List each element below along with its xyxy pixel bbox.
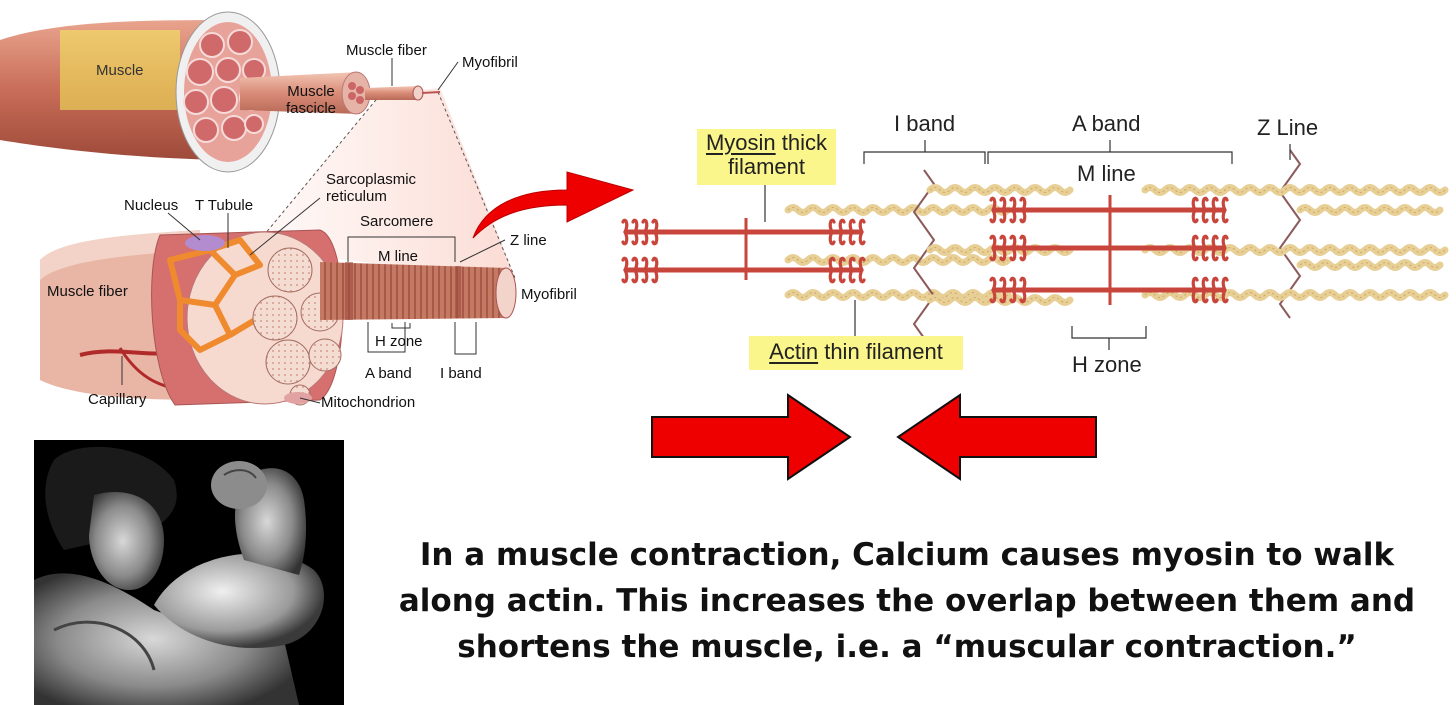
actin-far-2 (1296, 259, 1444, 271)
caption-line-3: shortens the muscle, i.e. a “muscular co… (457, 629, 1357, 665)
label-capillary: Capillary (88, 391, 147, 408)
h-zone-bracket (1071, 326, 1147, 339)
myosin-label-box: Myosin thick filament (697, 129, 836, 185)
label-z-line-small: Z line (510, 232, 547, 249)
label-muscle-fascicle: Muscle fascicle (285, 83, 337, 117)
label-myofibril-right: Myofibril (521, 286, 577, 303)
label-sarcoplasmic-reticulum: Sarcoplasmic reticulum (326, 171, 417, 205)
actin-rest: thin filament (818, 339, 943, 364)
myosin-right-1-heads-left (989, 196, 1027, 224)
label-myofibril-top: Myofibril (462, 54, 518, 71)
label-m-line: M line (1077, 161, 1136, 186)
myosin-right-2-heads-left (989, 234, 1027, 262)
myosin-line2: filament (727, 154, 806, 179)
actin-right-3 (1141, 289, 1449, 301)
actin-left-1 (784, 204, 1012, 216)
label-muscle: Muscle (96, 62, 144, 79)
label-h-zone-small: H zone (375, 333, 423, 350)
label-z-line: Z Line (1257, 115, 1319, 140)
actin-mid-1 (926, 184, 1074, 196)
myosin-left-2-heads-right (828, 256, 866, 284)
label-m-line-small: M line (378, 248, 419, 265)
label-h-zone: H zone (1072, 352, 1142, 377)
bodybuilder-photo (34, 440, 344, 705)
label-muscle-fiber-left: Muscle fiber (47, 283, 128, 300)
myosin-right-3-heads-right (1191, 276, 1229, 304)
myosin-left-1-heads-right (828, 218, 866, 246)
muscle-highlight (60, 30, 180, 110)
curved-red-arrow-icon (472, 171, 635, 239)
actin-far-1 (1296, 204, 1444, 216)
arrow-left-icon (896, 393, 1097, 481)
label-sarcomere: Sarcomere (360, 213, 434, 230)
myosin-word: Myosin (705, 130, 776, 155)
myosin-right-2-heads-right (1191, 234, 1229, 262)
actin-label-box: Actin thin filament (749, 336, 963, 370)
actin-left-3 (784, 289, 1012, 301)
label-muscle-fiber-top: Muscle fiber (346, 42, 427, 59)
myosin-right-3-heads-left (989, 276, 1027, 304)
myosin-left-1-heads-left (621, 218, 659, 246)
z-line-left (912, 169, 936, 339)
actin-word: Actin (769, 339, 819, 364)
label-mitochondrion: Mitochondrion (321, 394, 416, 411)
myosin-left-2-heads-left (621, 256, 659, 284)
actin-right-1 (1141, 184, 1449, 196)
muscle-anatomy-illustration (0, 11, 517, 406)
label-i-band-small: I band (440, 365, 482, 382)
label-a-band-small: A band (365, 365, 412, 382)
myosin-right-1-heads-right (1191, 196, 1229, 224)
arrow-right-icon (651, 393, 852, 481)
label-i-band: I band (894, 111, 956, 136)
i-band-bracket (863, 151, 986, 164)
label-nucleus: Nucleus (124, 197, 179, 214)
label-a-band: A band (1072, 111, 1141, 136)
explanation-caption: In a muscle contraction, Calcium causes … (392, 532, 1422, 670)
myosin-rest: thick (775, 130, 828, 155)
actin-left-2 (784, 254, 1012, 266)
sarcomere-diagram (621, 140, 1449, 350)
label-t-tubule: T Tubule (195, 197, 254, 214)
caption-line-2: along actin. This increases the overlap … (398, 583, 1416, 619)
caption-line-1: In a muscle contraction, Calcium causes … (419, 537, 1395, 573)
